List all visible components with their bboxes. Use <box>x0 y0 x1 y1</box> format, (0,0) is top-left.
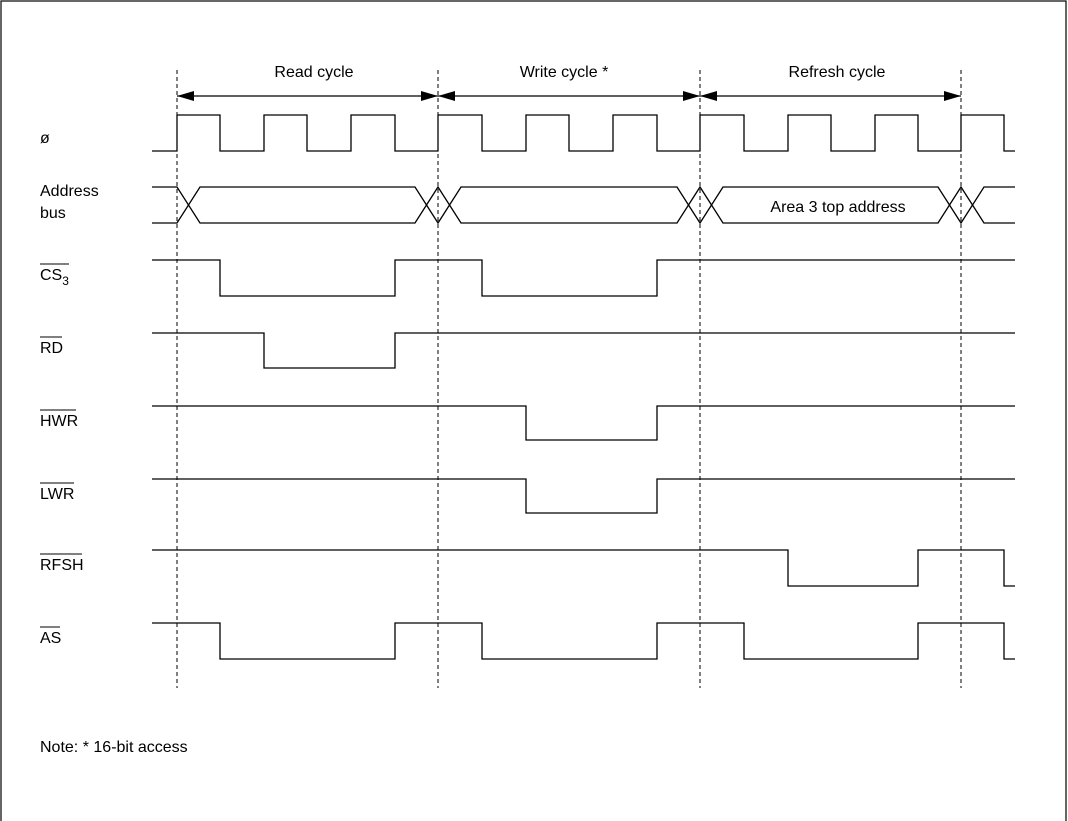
rd-waveform <box>152 332 1015 369</box>
footnote-text: 16-bit access <box>93 739 187 756</box>
waveforms: Area 3 top address <box>152 114 1015 660</box>
read-cycle-label: Read cycle <box>274 64 353 81</box>
cs3-label: CS3 <box>40 263 69 288</box>
lwr-waveform <box>152 478 1015 514</box>
hwr-label-text: HWR <box>40 413 78 430</box>
cs3-label-text: CS <box>40 267 62 284</box>
as-waveform <box>152 622 1015 660</box>
lwr-label: LWR <box>40 482 74 503</box>
refresh-cycle-arrow <box>700 91 961 101</box>
footnote: Note: * 16-bit access <box>40 739 188 756</box>
read-cycle-arrow <box>177 91 438 101</box>
svg-text:CS3: CS3 <box>40 267 69 288</box>
lwr-label-text: LWR <box>40 486 74 503</box>
write-cycle-label: Write cycle * <box>520 64 609 81</box>
clock-waveform <box>152 114 1015 152</box>
rd-label: RD <box>40 336 63 357</box>
hwr-waveform <box>152 405 1015 441</box>
clock-label: ø <box>40 130 50 147</box>
refresh-cycle-label: Refresh cycle <box>789 64 886 81</box>
rd-label-text: RD <box>40 340 63 357</box>
cycle-arrows <box>177 91 961 101</box>
hwr-label: HWR <box>40 409 78 430</box>
address-bus-value: Area 3 top address <box>770 199 905 216</box>
cycle-boundaries <box>176 70 962 688</box>
write-cycle-label-text: Write cycle <box>520 64 598 81</box>
rfsh-label: RFSH <box>40 553 84 574</box>
as-label-text: AS <box>40 630 61 647</box>
footnote-prefix: Note: <box>40 739 78 756</box>
address-bus-waveform: Area 3 top address <box>152 185 1015 225</box>
write-cycle-arrow <box>438 91 700 101</box>
write-cycle-asterisk: * <box>602 64 608 81</box>
cs3-waveform <box>152 259 1015 297</box>
cs3-label-subscript: 3 <box>62 274 69 288</box>
rfsh-waveform <box>152 549 1015 587</box>
address-bus-label-line2: bus <box>40 205 66 222</box>
address-bus-label-line1: Address <box>40 183 99 200</box>
rfsh-label-text: RFSH <box>40 557 84 574</box>
as-label: AS <box>40 626 61 647</box>
footnote-asterisk: * <box>83 739 89 756</box>
